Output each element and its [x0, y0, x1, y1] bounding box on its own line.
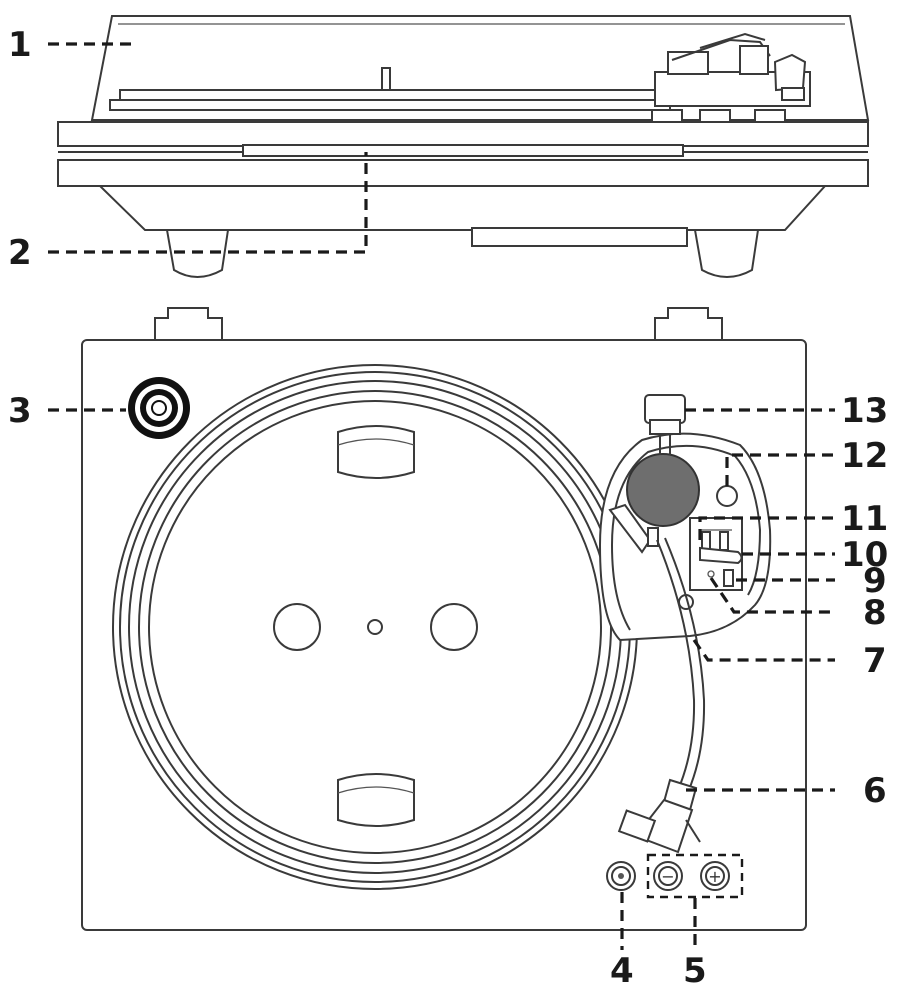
pitch-plus-button[interactable]: +	[700, 861, 730, 891]
callout-8: 8	[863, 593, 887, 633]
hinge-left	[154, 307, 223, 340]
callout-12: 12	[841, 436, 888, 476]
callout-6: 6	[863, 771, 887, 811]
counterweight	[626, 453, 700, 527]
pitch-minus-button[interactable]: −	[653, 861, 683, 891]
minus-glyph: −	[661, 867, 674, 886]
top-view: − +	[81, 307, 807, 931]
platter-hole-right	[430, 603, 478, 651]
callout-10: 10	[841, 535, 888, 575]
front-panel-slot	[242, 144, 684, 157]
callout-4: 4	[610, 951, 634, 990]
plus-glyph: +	[708, 867, 721, 886]
callout-3: 3	[8, 391, 32, 431]
tonearm	[617, 537, 706, 854]
hinge-right	[654, 307, 723, 340]
leader-lines	[48, 42, 835, 950]
platter-slot-bottom	[337, 773, 415, 827]
front-plinth-bottom	[57, 159, 869, 187]
front-lower-body	[97, 185, 828, 231]
button-group-box	[646, 853, 744, 899]
platter-hole-left	[273, 603, 321, 651]
callout-9: 9	[863, 561, 887, 601]
anti-skate-knob	[716, 485, 738, 507]
callout-5: 5	[683, 951, 707, 990]
callout-labels: 1 2 3 4 5 6 7 8 9 10 11 12 13	[8, 25, 888, 990]
auto-stop-switch	[699, 546, 743, 565]
front-tonearm-assembly	[651, 32, 811, 123]
callout-1: 1	[8, 25, 32, 65]
front-spindle	[381, 67, 391, 93]
tonearm-base	[598, 432, 772, 642]
front-plinth-top	[57, 121, 869, 147]
adapter-45rpm	[128, 377, 190, 439]
front-view	[57, 15, 870, 278]
platter-slot-top	[337, 425, 415, 479]
callout-2: 2	[8, 233, 32, 273]
arm-lock	[723, 569, 734, 587]
callout-7: 7	[863, 641, 887, 681]
platter-spindle	[367, 619, 383, 635]
callout-11: 11	[841, 499, 888, 539]
speed-button[interactable]	[606, 861, 636, 891]
callout-13: 13	[841, 391, 888, 431]
tonearm-top-knob	[644, 394, 686, 455]
front-foot-right	[693, 229, 760, 278]
